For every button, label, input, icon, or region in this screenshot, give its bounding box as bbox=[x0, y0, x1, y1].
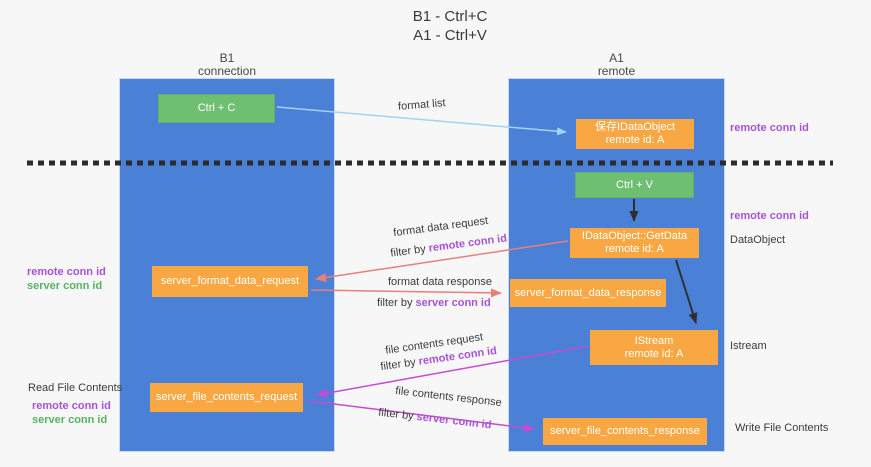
istream-line2: remote id: A bbox=[624, 347, 684, 360]
lane-header-b1: B1 connection bbox=[119, 52, 335, 78]
istream-box: IStream remote id: A bbox=[590, 330, 718, 365]
ctrl-c-label: Ctrl + C bbox=[197, 102, 236, 114]
read-file-contents-label: Read File Contents bbox=[28, 382, 123, 394]
format-data-response-arrow bbox=[310, 288, 502, 298]
idataobject-getdata-box: IDataObject::GetData remote id: A bbox=[570, 228, 699, 258]
server-file-contents-request-box: server_file_contents_request bbox=[150, 383, 303, 412]
write-file-contents-label: Write File Contents bbox=[735, 422, 829, 434]
format-request-label: server_format_data_request bbox=[160, 275, 300, 287]
save-idataobject-box: 保存IDataObject remote id: A bbox=[576, 119, 694, 149]
format-response-label: server_format_data_response bbox=[514, 286, 662, 299]
format-data-response-arrow-label: format data response bbox=[388, 276, 492, 288]
filter-by-text: filter by bbox=[379, 355, 420, 374]
lane-b1-role: connection bbox=[197, 64, 257, 78]
ctrl-c-box: Ctrl + C bbox=[158, 94, 275, 123]
file-contents-response-arrow-label: file contents response bbox=[394, 384, 503, 410]
lane-header-a1: A1 remote bbox=[508, 52, 725, 78]
left-remote-conn-id-label: remote conn id bbox=[27, 266, 106, 278]
server-conn-id-key: server conn id bbox=[415, 297, 491, 309]
left-server-conn-id-label-2: server conn id bbox=[32, 414, 108, 426]
format-list-arrow-label: format list bbox=[397, 97, 447, 113]
server-file-contents-response-box: server_file_contents_response bbox=[543, 418, 707, 445]
dataobject-label: DataObject bbox=[730, 234, 786, 246]
ctrl-v-label: Ctrl + V bbox=[616, 178, 653, 191]
save-idataobject-line2: remote id: A bbox=[605, 134, 665, 146]
filter-by-text: filter by bbox=[377, 406, 418, 423]
getdata-line1: IDataObject::GetData bbox=[581, 230, 688, 242]
getdata-line2: remote id: A bbox=[605, 243, 664, 255]
right-remote-conn-id-label-2: remote conn id bbox=[730, 210, 809, 222]
server-format-data-request-box: server_format_data_request bbox=[152, 266, 308, 297]
istream-line1: IStream bbox=[634, 334, 674, 347]
file-request-label: server_file_contents_request bbox=[155, 391, 298, 403]
title-line-1: B1 - Ctrl+C bbox=[412, 8, 488, 25]
ctrl-v-box: Ctrl + V bbox=[575, 172, 694, 198]
filter-by-text: filter by bbox=[389, 242, 430, 260]
istream-side-label: Istream bbox=[730, 340, 767, 352]
file-response-label: server_file_contents_response bbox=[550, 425, 700, 437]
lane-a1-role: remote bbox=[597, 64, 636, 78]
save-idataobject-line1: 保存IDataObject bbox=[594, 121, 676, 133]
file-response-filter-label: filter by server conn id bbox=[378, 407, 492, 432]
remote-conn-id-key: remote conn id bbox=[427, 232, 508, 255]
diagram-title: B1 - Ctrl+C A1 - Ctrl+V bbox=[30, 7, 870, 45]
lane-a1-name: A1 bbox=[609, 51, 624, 65]
lane-b1-name: B1 bbox=[219, 51, 235, 65]
server-format-data-response-box: server_format_data_response bbox=[510, 279, 666, 307]
server-conn-id-key: server conn id bbox=[415, 410, 493, 432]
title-line-2: A1 - Ctrl+V bbox=[413, 27, 487, 44]
filter-by-text: filter by bbox=[377, 297, 416, 309]
left-server-conn-id-label: server conn id bbox=[27, 280, 103, 292]
left-remote-conn-id-label-2: remote conn id bbox=[32, 400, 111, 412]
right-remote-conn-id-label: remote conn id bbox=[730, 122, 809, 134]
format-response-filter-label: filter by server conn id bbox=[377, 297, 491, 309]
